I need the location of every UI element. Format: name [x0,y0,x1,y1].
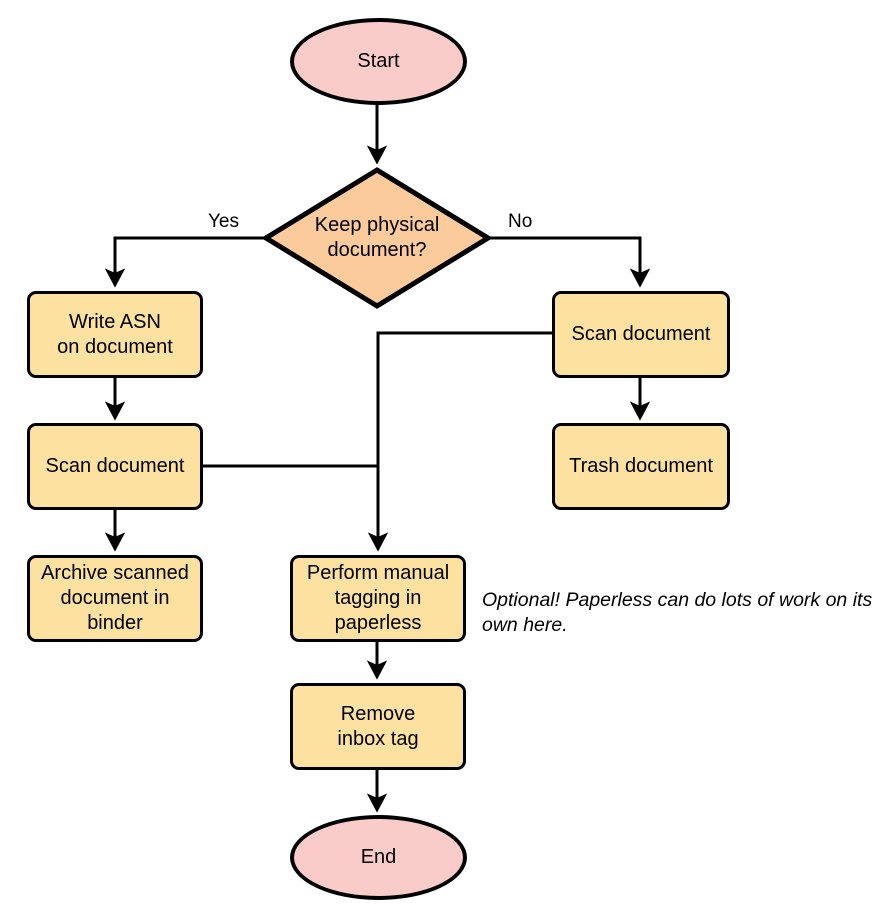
node-end-label: End [360,846,397,868]
node-write-asn-on-document[interactable]: Write ASN on document [27,291,203,378]
node-write-asn-label: Write ASN on document [57,310,173,358]
edge-label-no: No [508,211,533,232]
node-archive-label: Archive scanned document in binder [41,562,189,634]
node-scan-document-left-label: Scan document [45,455,185,477]
node-decision-label: Keep physical document? [314,214,440,261]
edge-decision-no-to-scan-right [490,236,651,288]
edge-scan-right-to-tagging [367,331,552,552]
node-perform-manual-tagging[interactable]: Perform manual tagging in paperless [290,555,466,642]
node-keep-physical-document-decision[interactable]: Keep physical document? [263,167,491,309]
diamond-shape-icon [263,167,491,309]
annotation-optional-paperless: Optional! Paperless can do lots of work … [482,589,873,636]
node-start-label: Start [357,50,400,72]
node-scan-document-right[interactable]: Scan document [552,291,730,378]
node-start[interactable]: Start [290,18,467,105]
node-remove-inbox-tag-label: Remove inbox tag [337,702,419,750]
node-remove-inbox-tag[interactable]: Remove inbox tag [290,683,466,770]
node-tagging-label: Perform manual tagging in paperless [306,562,450,634]
node-scan-document-left[interactable]: Scan document [27,423,203,510]
node-end[interactable]: End [290,815,467,900]
node-archive-scanned-document[interactable]: Archive scanned document in binder [27,555,203,642]
node-trash-document[interactable]: Trash document [552,423,730,510]
node-trash-document-label: Trash document [569,455,713,477]
node-scan-document-right-label: Scan document [571,323,711,345]
edge-label-yes: Yes [208,211,239,232]
edge-decision-yes-to-write-asn [104,236,264,288]
